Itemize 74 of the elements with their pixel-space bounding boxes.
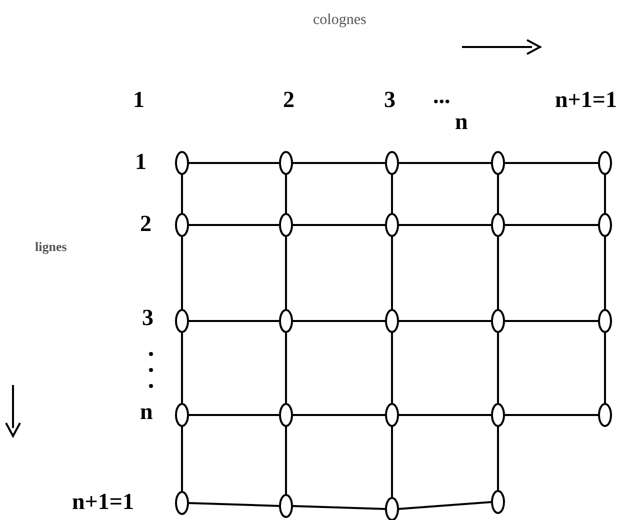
grid-line (604, 174, 606, 214)
grid-node-circle (491, 490, 505, 514)
grid-node-circle (175, 309, 189, 333)
grid-line (181, 332, 183, 404)
grid-line (292, 224, 386, 226)
grid-line (497, 426, 499, 491)
grid-line (285, 174, 287, 214)
grid-node-circle (385, 309, 399, 333)
grid-line (188, 224, 280, 226)
grid-node-circle (491, 213, 505, 237)
index-label: n (455, 110, 468, 134)
grid-line (398, 162, 492, 164)
index-label: n+1=1 (555, 88, 617, 112)
grid-node-circle (385, 213, 399, 237)
grid-line (504, 320, 599, 322)
grid-node-circle (598, 403, 612, 427)
grid-line (181, 236, 183, 310)
grid-line (398, 320, 492, 322)
grid-line (497, 236, 499, 310)
grid-line (188, 414, 280, 416)
grid-line (398, 501, 492, 510)
grid-line (292, 414, 386, 416)
grid-node-circle (279, 213, 293, 237)
grid-node-circle (598, 151, 612, 175)
axis-label: lignes (35, 238, 67, 256)
grid-line (497, 174, 499, 214)
grid-line (391, 332, 393, 404)
grid-node-circle (279, 309, 293, 333)
grid-node-circle (279, 151, 293, 175)
grid-line (181, 174, 183, 214)
grid-line (504, 224, 599, 226)
grid-line (398, 224, 492, 226)
grid-node-circle (385, 151, 399, 175)
grid-line (292, 162, 386, 164)
grid-line (292, 320, 386, 322)
grid-node-circle (279, 494, 293, 518)
grid-line (188, 502, 280, 507)
grid-node-circle (598, 309, 612, 333)
grid-node-circle (491, 309, 505, 333)
index-label: ... (433, 84, 450, 108)
index-label: n+1=1 (72, 490, 134, 514)
grid-line (188, 320, 280, 322)
index-label: 2 (140, 212, 152, 236)
grid-node-circle (175, 151, 189, 175)
grid-node-circle (279, 403, 293, 427)
index-label: 1 (133, 88, 144, 112)
grid-line (391, 174, 393, 214)
grid-line (391, 236, 393, 310)
index-label: 3 (142, 306, 154, 330)
grid-line (285, 332, 287, 404)
grid-line (497, 332, 499, 404)
grid-node-circle (175, 213, 189, 237)
grid-node-circle (491, 151, 505, 175)
grid-line (391, 426, 393, 498)
grid-node-circle (175, 491, 189, 515)
index-label: n (140, 400, 153, 424)
grid-line (285, 236, 287, 310)
grid-line (504, 414, 599, 416)
index-label: 3 (384, 88, 396, 112)
index-label: 1 (135, 150, 146, 174)
grid-line (398, 414, 492, 416)
grid-line (285, 426, 287, 495)
grid-node-circle (491, 403, 505, 427)
grid-line (188, 162, 280, 164)
grid-line (604, 236, 606, 310)
grid-line (604, 332, 606, 404)
grid-node-circle (598, 213, 612, 237)
grid-node-circle (385, 403, 399, 427)
grid-line (292, 505, 386, 510)
grid-line (181, 426, 183, 492)
index-label: 2 (283, 88, 294, 112)
grid-line (504, 162, 599, 164)
grid-node-circle (175, 403, 189, 427)
axis-label: colognes (313, 11, 366, 30)
